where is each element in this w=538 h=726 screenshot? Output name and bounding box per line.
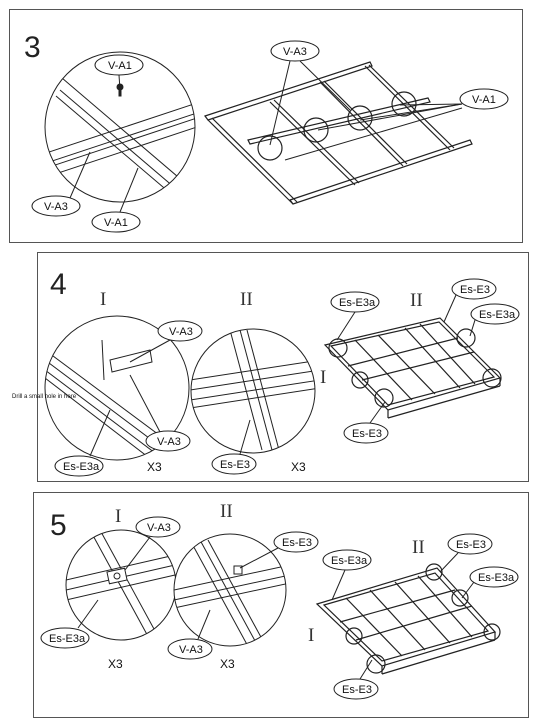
step-4-frame-assembly — [323, 317, 502, 419]
ese3a-left-badge — [40, 627, 90, 649]
ese3-right-top-label: Es-E3 — [460, 284, 490, 296]
step-5-detail-ii — [173, 533, 287, 647]
va3-bottom-label: V-A3 — [157, 436, 181, 448]
step-5-detail-i — [65, 529, 177, 641]
step-4-roman-i-right: I — [320, 367, 326, 388]
ese3-right-bottom-label: Es-E3 — [352, 428, 382, 440]
ese3a-left-badge — [54, 455, 104, 477]
va3-top-label: V-A3 — [169, 326, 193, 338]
step-5-roman-ii-right: II — [412, 537, 425, 558]
ese3a-right-badge — [322, 549, 372, 571]
va3-bottom-label: V-A3 — [179, 644, 203, 656]
va1-right-label: V-A1 — [472, 94, 496, 106]
ese3a-right-mid-badge — [469, 566, 519, 588]
ese3-right-top-badge — [447, 533, 493, 555]
ese3-mid-badge — [211, 453, 257, 475]
ese3a-left-label: Es-E3a — [49, 633, 86, 645]
step-4-x3-left: X3 — [147, 460, 162, 474]
step-4-detail-ii — [190, 328, 316, 454]
va1-bottom-badge — [91, 211, 141, 233]
step-3-number: 3 — [24, 31, 41, 64]
va1-top-label: V-A1 — [108, 60, 132, 72]
ese3a-right-mid-label: Es-E3a — [479, 309, 516, 321]
step-4-x3-right: X3 — [291, 460, 306, 474]
ese3a-right-mid-label: Es-E3a — [478, 572, 515, 584]
drill-hole-note: Drill a small hole in here — [12, 394, 77, 400]
va3-top-badge — [135, 516, 181, 538]
ese3-top-label: Es-E3 — [282, 537, 312, 549]
ese3a-right-top-label: Es-E3a — [339, 297, 376, 309]
ese3-right-bottom-badge — [343, 422, 389, 444]
va3-bottom-badge — [145, 430, 191, 452]
va3-bottom-badge — [167, 638, 213, 660]
step-4-roman-ii-right: II — [410, 290, 423, 311]
step-5-x3-right: X3 — [220, 657, 235, 671]
va3-left-label: V-A3 — [44, 201, 68, 213]
step-5-frame-assembly — [315, 563, 501, 675]
va3-top-badge — [270, 40, 320, 62]
va3-top-badge — [157, 320, 203, 342]
step-4-roman-ii: II — [240, 289, 253, 310]
ese3-right-top-label: Es-E3 — [456, 539, 486, 551]
va3-top-label: V-A3 — [147, 522, 171, 534]
step-4-number: 4 — [50, 268, 67, 301]
step-5-roman-i: I — [115, 506, 121, 527]
step-4-roman-i: I — [100, 289, 106, 310]
ese3-mid-label: Es-E3 — [220, 459, 250, 471]
ese3-top-badge — [273, 531, 319, 553]
ese3-right-top-badge — [451, 278, 497, 300]
ese3a-right-mid-badge — [470, 303, 520, 325]
ese3a-left-label: Es-E3a — [63, 461, 100, 473]
va1-bottom-label: V-A1 — [104, 217, 128, 229]
step-5-roman-ii: II — [220, 501, 233, 522]
step-5-number: 5 — [50, 509, 67, 542]
ese3a-right-label: Es-E3a — [331, 555, 368, 567]
ese3-right-bottom-badge — [333, 678, 379, 700]
step-5-roman-i-right: I — [308, 625, 314, 646]
step-5-x3-left: X3 — [108, 657, 123, 671]
va3-left-badge — [31, 195, 81, 217]
step-3-frame-assembly — [204, 61, 473, 205]
ese3-right-bottom-label: Es-E3 — [342, 684, 372, 696]
va1-right-badge — [459, 88, 509, 110]
va3-top-label: V-A3 — [283, 46, 307, 58]
